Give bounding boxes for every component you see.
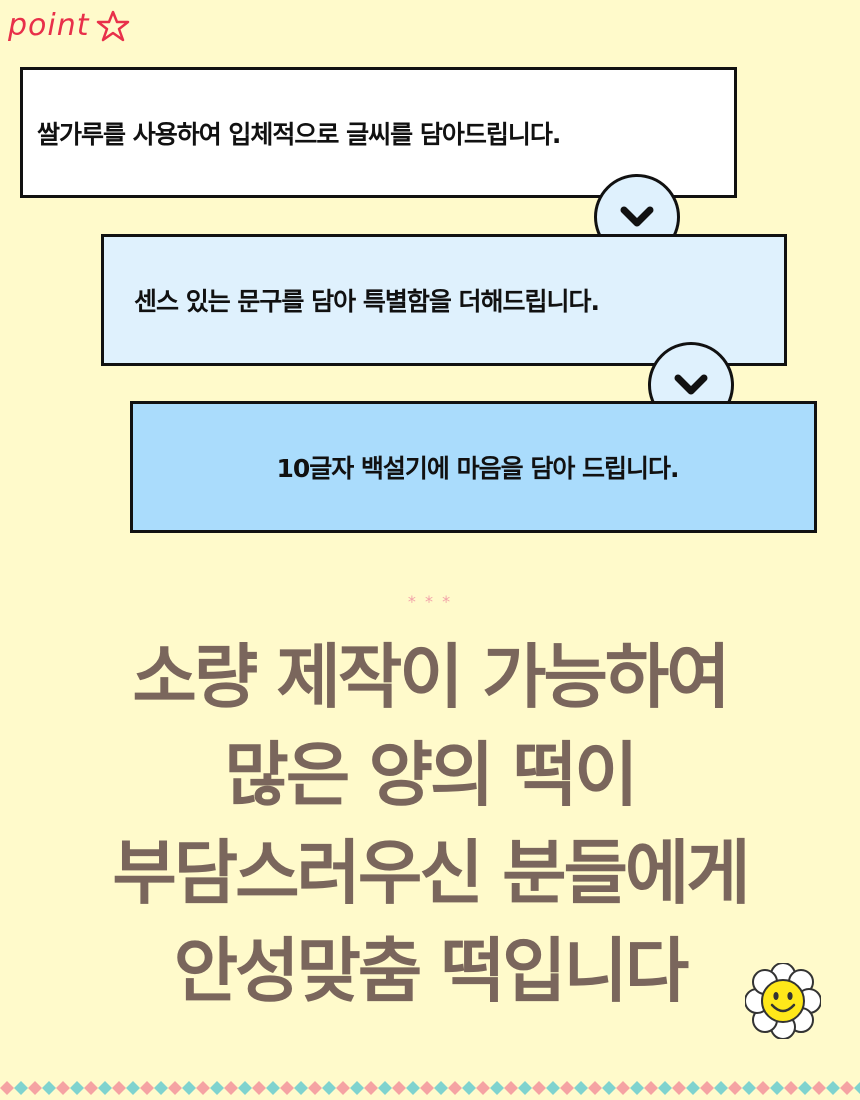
border-diamond <box>504 1081 518 1095</box>
border-diamond <box>602 1081 616 1095</box>
border-diamond <box>714 1081 728 1095</box>
border-diamond <box>112 1081 126 1095</box>
smiley-flower-icon <box>745 963 821 1039</box>
border-diamond <box>182 1081 196 1095</box>
border-diamond <box>196 1081 210 1095</box>
step-box-2: 센스 있는 문구를 담아 특별함을 더해드립니다. <box>101 234 787 366</box>
headline-line-2: 많은 양의 떡이 <box>224 734 638 816</box>
border-diamond <box>168 1081 182 1095</box>
border-diamond <box>462 1081 476 1095</box>
border-diamond <box>756 1081 770 1095</box>
border-diamond <box>56 1081 70 1095</box>
star-icon <box>96 10 129 41</box>
border-diamond <box>574 1081 588 1095</box>
border-diamond <box>616 1081 630 1095</box>
step-text-3: 10글자 백설기에 마음을 담아 드립니다. <box>276 454 679 483</box>
border-diamond <box>532 1081 546 1095</box>
border-diamond <box>518 1081 532 1095</box>
border-diamond <box>392 1081 406 1095</box>
border-diamond <box>28 1081 42 1095</box>
border-diamond <box>560 1081 574 1095</box>
border-diamond <box>210 1081 224 1095</box>
diamond-border <box>0 1081 860 1095</box>
border-diamond <box>322 1081 336 1095</box>
border-diamond <box>280 1081 294 1095</box>
border-diamond <box>854 1082 860 1094</box>
border-diamond <box>42 1081 56 1095</box>
step-text-1: 쌀가루를 사용하여 입체적으로 글씨를 담아드립니다. <box>37 119 561 149</box>
border-diamond <box>140 1081 154 1095</box>
border-diamond <box>448 1081 462 1095</box>
border-diamond <box>224 1081 238 1095</box>
border-diamond <box>588 1081 602 1095</box>
border-diamond <box>252 1081 266 1095</box>
headline: 소량 제작이 가능하여 많은 양의 떡이 부담스러우신 분들에게 안성맞춤 떡입… <box>0 628 860 1020</box>
border-diamond <box>840 1081 854 1095</box>
border-diamond <box>644 1081 658 1095</box>
border-diamond <box>364 1081 378 1095</box>
headline-line-4-text: 안성맞춤 떡입니다 <box>173 930 690 1012</box>
headline-line-1: 소량 제작이 가능하여 <box>132 636 730 718</box>
border-diamond <box>700 1081 714 1095</box>
headline-line-4: 안성맞춤 떡입니다 <box>0 922 860 1020</box>
border-diamond <box>686 1081 700 1095</box>
border-diamond <box>406 1081 420 1095</box>
step-box-1: 쌀가루를 사용하여 입체적으로 글씨를 담아드립니다. <box>20 67 737 198</box>
border-diamond <box>728 1081 742 1095</box>
border-diamond <box>630 1081 644 1095</box>
border-diamond <box>658 1081 672 1095</box>
border-diamond <box>294 1081 308 1095</box>
chevron-down-icon <box>620 206 654 227</box>
border-diamond <box>672 1081 686 1095</box>
border-diamond <box>126 1081 140 1095</box>
border-diamond <box>546 1081 560 1095</box>
border-diamond <box>98 1081 112 1095</box>
step-box-3: 10글자 백설기에 마음을 담아 드립니다. <box>130 401 817 533</box>
border-diamond <box>490 1081 504 1095</box>
point-text: point <box>8 8 90 43</box>
border-diamond <box>0 1081 14 1095</box>
border-diamond <box>476 1081 490 1095</box>
border-diamond <box>826 1081 840 1095</box>
border-diamond <box>434 1081 448 1095</box>
border-diamond <box>798 1081 812 1095</box>
border-diamond <box>350 1081 364 1095</box>
step-text-2: 센스 있는 문구를 담아 특별함을 더해드립니다. <box>134 287 600 316</box>
border-diamond <box>84 1081 98 1095</box>
border-diamond <box>154 1081 168 1095</box>
border-diamond <box>812 1081 826 1095</box>
border-diamond <box>378 1081 392 1095</box>
border-diamond <box>770 1081 784 1095</box>
border-diamond <box>70 1081 84 1095</box>
border-diamond <box>742 1081 756 1095</box>
chevron-down-icon <box>674 374 708 395</box>
border-diamond <box>238 1081 252 1095</box>
headline-line-3: 부담스러우신 분들에게 <box>112 832 750 914</box>
border-diamond <box>784 1081 798 1095</box>
border-diamond <box>14 1081 28 1095</box>
border-diamond <box>266 1081 280 1095</box>
point-label: point <box>8 8 132 43</box>
border-diamond <box>336 1081 350 1095</box>
border-diamond <box>420 1081 434 1095</box>
divider-stars: * * * <box>407 592 453 611</box>
border-diamond <box>308 1081 322 1095</box>
